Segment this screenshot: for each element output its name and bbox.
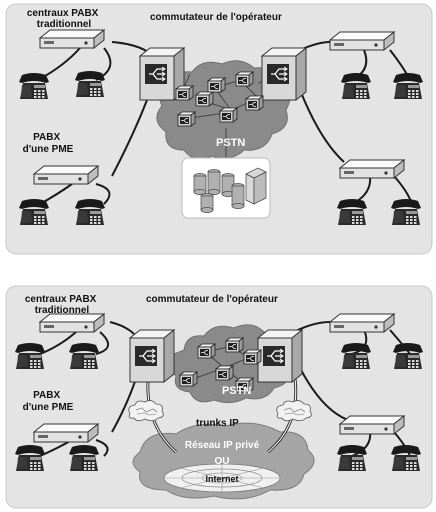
label-pabx-trad-bottom-line1: centraux PABX bbox=[25, 294, 97, 305]
label-pabx-trad-top-line2: traditionnel bbox=[37, 19, 92, 30]
label-pstn-bottom: PSTN bbox=[222, 385, 251, 397]
switch-tower-top-right bbox=[261, 47, 307, 101]
pabx-trad-bottom-right bbox=[329, 313, 395, 333]
network-node-icon bbox=[195, 91, 214, 107]
label-pabx-pme-top-line1: PABX bbox=[33, 132, 60, 143]
telephone-icon bbox=[341, 73, 371, 99]
top-panel: centraux PABX traditionnel commutateur d… bbox=[5, 3, 433, 255]
network-node-icon bbox=[215, 365, 234, 381]
label-pabx-pme-top-line2: d'une PME bbox=[23, 144, 74, 155]
pabx-pme-bottom-left bbox=[33, 423, 99, 443]
label-trunks-ip: trunks IP bbox=[196, 418, 239, 429]
telephone-icon bbox=[19, 199, 49, 225]
switch-tower-bottom-left bbox=[129, 329, 175, 383]
label-pabx-pme-bottom-line1: PABX bbox=[33, 390, 60, 401]
pabx-pme-top-left bbox=[33, 165, 99, 185]
telephone-icon bbox=[391, 445, 421, 471]
label-pabx-pme-bottom-line2: d'une PME bbox=[23, 402, 74, 413]
label-switch-bottom: commutateur de l'opérateur bbox=[146, 294, 278, 305]
network-node-icon bbox=[197, 343, 216, 359]
label-pstn-top: PSTN bbox=[216, 137, 245, 149]
pabx-top-right-lower bbox=[339, 159, 405, 179]
switch-tower-bottom-right bbox=[257, 329, 303, 383]
network-node-icon bbox=[219, 107, 238, 123]
telephone-icon bbox=[391, 199, 421, 225]
server-stack-icon bbox=[181, 157, 271, 219]
telephone-icon bbox=[69, 445, 99, 471]
pabx-trad-top-right bbox=[329, 31, 395, 51]
telephone-icon bbox=[69, 343, 99, 369]
network-node-icon bbox=[225, 337, 244, 353]
label-pabx-trad-top: centraux PABX traditionnel bbox=[27, 8, 101, 30]
label-or: OU bbox=[215, 456, 230, 467]
label-pabx-trad-bottom: centraux PABX traditionnel bbox=[25, 294, 99, 316]
pabx-trad-top-left bbox=[39, 29, 105, 49]
telephone-icon bbox=[15, 343, 45, 369]
network-node-icon bbox=[177, 111, 196, 127]
network-node-icon bbox=[235, 71, 254, 87]
label-pabx-pme-top: PABX d'une PME bbox=[23, 132, 74, 155]
internet-globe-icon bbox=[163, 463, 281, 493]
network-node-icon bbox=[245, 95, 264, 111]
pabx-trad-bottom-left bbox=[39, 313, 105, 333]
telephone-icon bbox=[75, 71, 105, 97]
network-node-icon bbox=[175, 85, 194, 101]
telephone-icon bbox=[337, 199, 367, 225]
telephone-icon bbox=[341, 343, 371, 369]
network-node-icon bbox=[207, 77, 226, 93]
telephone-icon bbox=[19, 73, 49, 99]
network-node-icon bbox=[243, 349, 262, 365]
pabx-bottom-right-lower bbox=[339, 415, 405, 435]
label-internet: Internet bbox=[205, 474, 238, 484]
telephone-icon bbox=[75, 199, 105, 225]
bottom-panel: centraux PABX traditionnel commutateur d… bbox=[5, 285, 433, 509]
label-switch-top: commutateur de l'opérateur bbox=[150, 12, 282, 23]
label-pabx-trad-bottom-line2: traditionnel bbox=[35, 305, 90, 316]
telephone-icon bbox=[337, 445, 367, 471]
label-pabx-trad-top-line1: centraux PABX bbox=[27, 8, 99, 19]
label-ip-network: Réseau IP privé bbox=[185, 440, 260, 451]
telephone-icon bbox=[15, 445, 45, 471]
telephone-icon bbox=[393, 73, 423, 99]
network-node-icon bbox=[179, 371, 198, 387]
telephone-icon bbox=[393, 343, 423, 369]
label-pabx-pme-bottom: PABX d'une PME bbox=[23, 390, 74, 413]
